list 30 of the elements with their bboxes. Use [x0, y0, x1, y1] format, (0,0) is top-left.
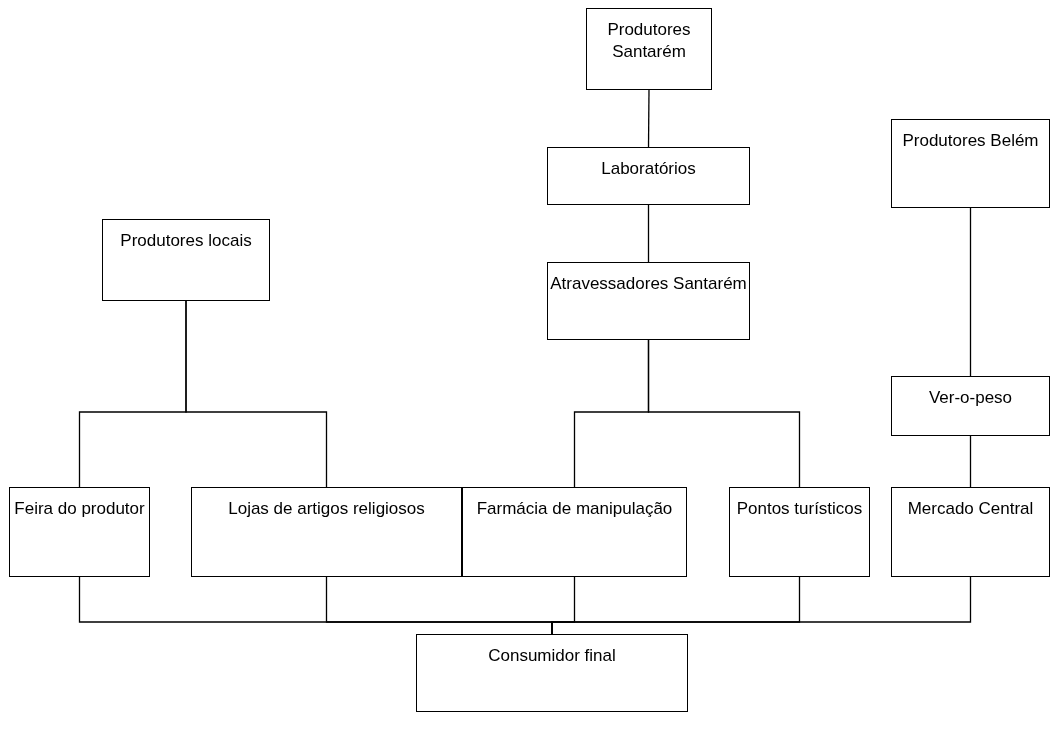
process-box: [416, 634, 688, 712]
process-box: [891, 487, 1050, 577]
connector-line: [969, 435, 972, 488]
node-label: Farmácia de manipulação: [476, 498, 673, 520]
node-label: Ver-o-peso: [928, 387, 1013, 409]
connector-line: [969, 207, 972, 377]
node-label: Produtores Santarém: [606, 19, 692, 63]
node-label: Laboratórios: [601, 158, 696, 180]
node-label: Pontos turísticos: [736, 498, 863, 520]
process-box: [9, 487, 150, 577]
process-box: [191, 487, 462, 577]
node-label: Consumidor final: [488, 645, 616, 667]
connector-line: [647, 339, 801, 488]
connector-line: [647, 204, 650, 263]
node-label: Produtores locais: [120, 230, 252, 252]
node-label: Feira do produtor: [14, 498, 145, 520]
node-label: Lojas de artigos religiosos: [228, 498, 425, 520]
connector-line: [647, 89, 650, 148]
node-label: Mercado Central: [907, 498, 1034, 520]
node-label: Atravessadores Santarém: [550, 273, 747, 295]
process-box: [891, 119, 1050, 208]
process-box: [547, 262, 750, 340]
connector-line: [185, 300, 328, 488]
process-box: [729, 487, 870, 577]
node-label: Produtores Belém: [902, 130, 1039, 152]
process-box: [586, 8, 712, 90]
process-box: [102, 219, 270, 301]
process-box: [891, 376, 1050, 436]
process-box: [462, 487, 687, 577]
process-box: [547, 147, 750, 205]
